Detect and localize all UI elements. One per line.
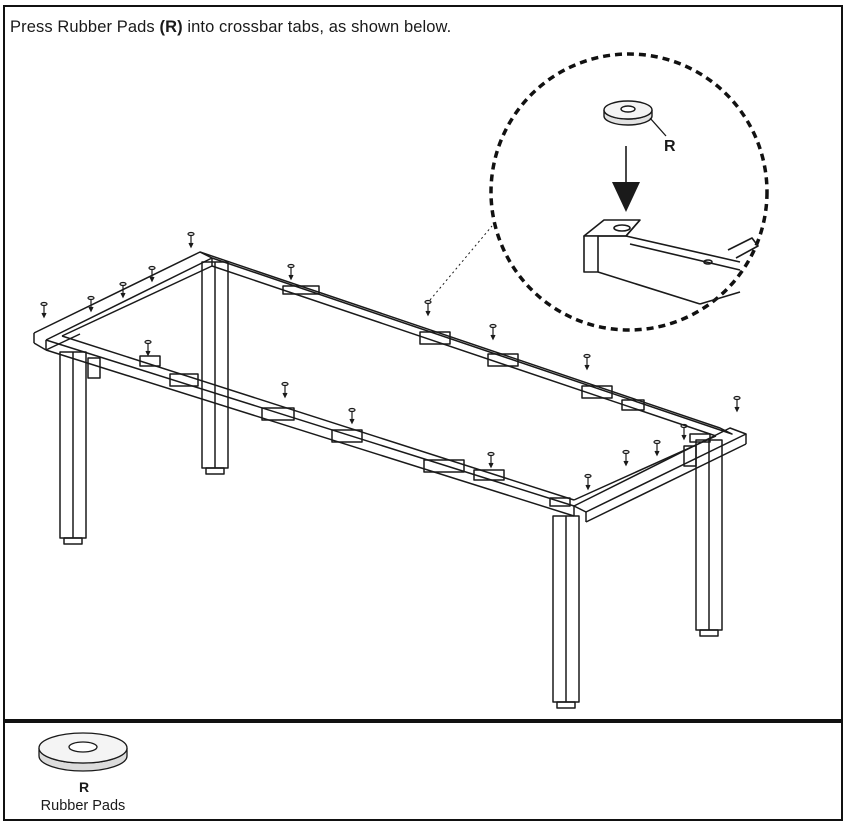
crossbar-tabs bbox=[139, 285, 711, 507]
part-letter: R bbox=[78, 779, 90, 795]
down-arrow-icon bbox=[612, 146, 640, 212]
instruction-part-code: (R) bbox=[159, 18, 183, 36]
magnified-callout bbox=[489, 52, 769, 332]
instruction-prefix: Press Rubber Pads bbox=[10, 18, 160, 36]
instruction-suffix: into crossbar tabs, as shown below. bbox=[182, 18, 452, 36]
callout-part-label: R bbox=[664, 138, 676, 155]
desk-frame-illustration bbox=[33, 52, 769, 709]
rubber-pad-icon bbox=[38, 732, 128, 772]
instruction-text: Press Rubber Pads (R) into crossbar tabs… bbox=[10, 18, 451, 37]
rubber-pad-detail-icon bbox=[603, 100, 653, 126]
crossbar-tab-detail bbox=[583, 219, 759, 305]
part-name: Rubber Pads bbox=[40, 798, 126, 814]
parts-panel bbox=[3, 721, 843, 821]
legs bbox=[59, 261, 723, 709]
main-panel bbox=[3, 5, 843, 721]
pad-markers bbox=[40, 231, 741, 491]
